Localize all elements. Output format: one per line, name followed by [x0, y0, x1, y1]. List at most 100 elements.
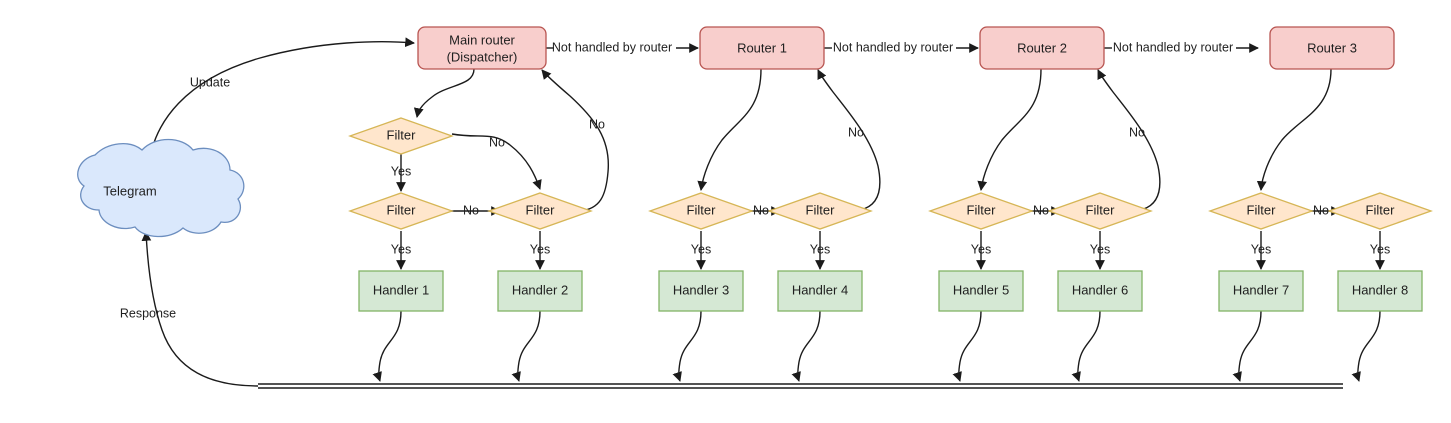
edge-handler-3-to-bus [672, 310, 702, 382]
handler-node-5[interactable]: Handler 5 [938, 270, 1024, 312]
router-3-box [1269, 26, 1395, 70]
filter-4-shape [767, 192, 873, 230]
edge-label-not-handled-1: Not handled by router [552, 40, 672, 54]
filter-3-label: Filter [687, 202, 717, 217]
handler-node-2[interactable]: Handler 2 [497, 270, 583, 312]
edge-label-no-5: No [753, 203, 769, 217]
edge-label-yes-6: Yes [971, 242, 991, 256]
edge-label-no-2: No [589, 117, 605, 131]
edge-filter-6-no-to-router-2 [1097, 69, 1161, 211]
handler-6-label: Handler 6 [1072, 282, 1128, 297]
router-node-main[interactable]: Main router (Dispatcher) [417, 26, 547, 70]
filter-1-label: Filter [387, 202, 417, 217]
edge-update [147, 37, 415, 176]
handler-8-label: Handler 8 [1352, 282, 1408, 297]
edge-label-yes-7: Yes [1090, 242, 1110, 256]
router-2-label: Router 2 [1017, 40, 1067, 55]
router-node-2[interactable]: Router 2 [979, 26, 1105, 70]
edge-label-not-handled-2: Not handled by router [833, 40, 953, 54]
filter-4-label: Filter [806, 202, 836, 217]
handler-node-6[interactable]: Handler 6 [1057, 270, 1143, 312]
router-node-1[interactable]: Router 1 [699, 26, 825, 70]
edge-label-no-7: No [1033, 203, 1049, 217]
edge-handler-1-to-bus [372, 310, 402, 382]
handler-4-box [777, 270, 863, 312]
filter-5-label: Filter [967, 202, 997, 217]
edge-handler-7-to-bus [1232, 310, 1262, 382]
router-node-3[interactable]: Router 3 [1269, 26, 1395, 70]
handler-1-box [358, 270, 444, 312]
filter-8-shape [1327, 192, 1433, 230]
edge-filter-2-no-to-mainrouter [541, 69, 610, 212]
handler-2-box [497, 270, 583, 312]
filter-node-5[interactable]: Filter [928, 192, 1034, 230]
edge-label-no-6: No [1129, 125, 1145, 139]
filter-node-6[interactable]: Filter [1047, 192, 1153, 230]
handler-node-1[interactable]: Handler 1 [358, 270, 444, 312]
filter-node-1[interactable]: Filter [348, 192, 454, 230]
handler-node-4[interactable]: Handler 4 [777, 270, 863, 312]
edge-handler-4-to-bus [791, 310, 821, 382]
filter-1-shape [348, 192, 454, 230]
router-main-box [417, 26, 547, 70]
handler-5-box [938, 270, 1024, 312]
handler-3-label: Handler 3 [673, 282, 729, 297]
edge-label-no-8: No [1313, 203, 1329, 217]
edge-router-3-to-filter-7 [1256, 68, 1332, 191]
edge-router-1-to-filter-3 [697, 68, 762, 191]
handler-5-label: Handler 5 [953, 282, 1009, 297]
handler-4-label: Handler 4 [792, 282, 848, 297]
edge-label-update: Update [190, 75, 230, 89]
handler-node-3[interactable]: Handler 3 [658, 270, 744, 312]
handler-2-label: Handler 2 [512, 282, 568, 297]
handler-node-7[interactable]: Handler 7 [1218, 270, 1304, 312]
router-2-box [979, 26, 1105, 70]
edge-label-yes-3: Yes [530, 242, 550, 256]
edge-filter-4-no-to-router-1 [817, 69, 881, 211]
filter-3-shape [648, 192, 754, 230]
filter-7-label: Filter [1247, 202, 1277, 217]
edge-label-response: Response [120, 306, 176, 320]
handler-7-box [1218, 270, 1304, 312]
router-1-box [699, 26, 825, 70]
cloud-icon [77, 138, 245, 238]
edge-label-yes-5: Yes [810, 242, 830, 256]
edge-label-yes-1: Yes [391, 164, 411, 178]
edge-label-yes-8: Yes [1251, 242, 1271, 256]
edge-label-no-4: No [848, 125, 864, 139]
filter-node-8[interactable]: Filter [1327, 192, 1433, 230]
edge-handler-2-to-bus [511, 310, 541, 382]
filter-7-shape [1208, 192, 1314, 230]
filter-node-7[interactable]: Filter [1208, 192, 1314, 230]
filter-top-a-label: Filter [387, 127, 417, 142]
router-main-label-line1: Main router [449, 32, 515, 47]
edge-label-no-3: No [463, 203, 479, 217]
router-3-label: Router 3 [1307, 40, 1357, 55]
edge-label-yes-2: Yes [391, 242, 411, 256]
edge-label-yes-9: Yes [1370, 242, 1390, 256]
filter-node-top-a[interactable]: Filter [348, 117, 454, 155]
router-1-label: Router 1 [737, 40, 787, 55]
filter-node-4[interactable]: Filter [767, 192, 873, 230]
handler-7-label: Handler 7 [1233, 282, 1289, 297]
telegram-cloud-node[interactable]: Telegram [77, 138, 245, 238]
edge-handler-6-to-bus [1071, 310, 1101, 382]
filter-node-2[interactable]: Filter [487, 192, 593, 230]
handler-node-8[interactable]: Handler 8 [1337, 270, 1423, 312]
filter-6-shape [1047, 192, 1153, 230]
edge-label-yes-4: Yes [691, 242, 711, 256]
filter-node-3[interactable]: Filter [648, 192, 754, 230]
edge-router-2-to-filter-5 [977, 68, 1042, 191]
edge-response-to-telegram [141, 231, 259, 387]
filter-top-a-shape [348, 117, 454, 155]
handler-1-label: Handler 1 [373, 282, 429, 297]
edge-filter-top-no-to-filter-2 [451, 133, 542, 190]
handler-3-box [658, 270, 744, 312]
edge-mainrouter-to-filter-top [413, 68, 475, 118]
router-main-label-line2: (Dispatcher) [447, 49, 518, 64]
filter-6-label: Filter [1086, 202, 1116, 217]
handler-8-box [1337, 270, 1423, 312]
filter-2-label: Filter [526, 202, 556, 217]
